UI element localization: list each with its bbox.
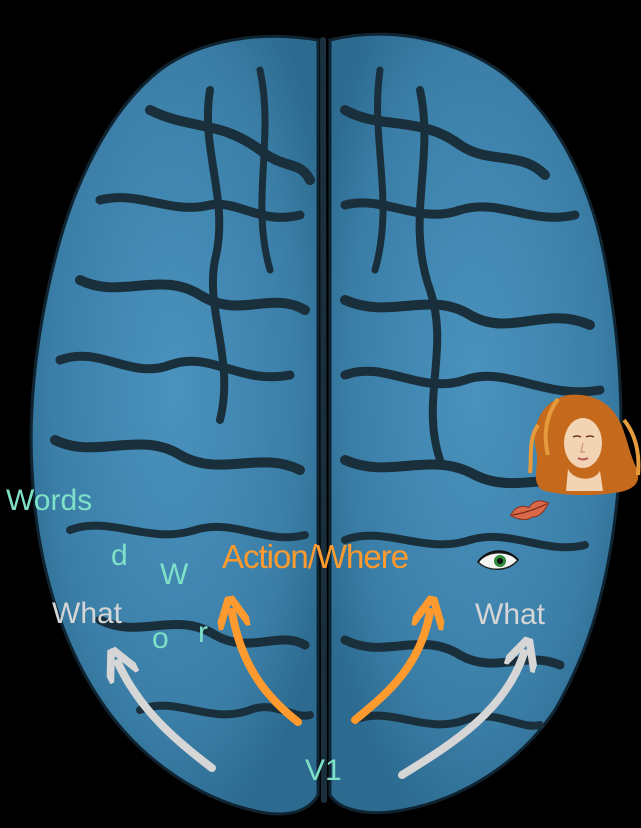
what-label-left: What bbox=[52, 599, 122, 629]
letter-w-label: W bbox=[160, 560, 188, 590]
letter-o-label: o bbox=[152, 624, 169, 654]
v1-label: V1 bbox=[305, 756, 342, 786]
letter-d-label: d bbox=[111, 541, 128, 571]
letter-r-label: r bbox=[198, 618, 208, 648]
words-label: Words bbox=[6, 486, 92, 516]
action-where-label: Action/Where bbox=[222, 540, 408, 573]
what-label-right: What bbox=[475, 600, 545, 630]
